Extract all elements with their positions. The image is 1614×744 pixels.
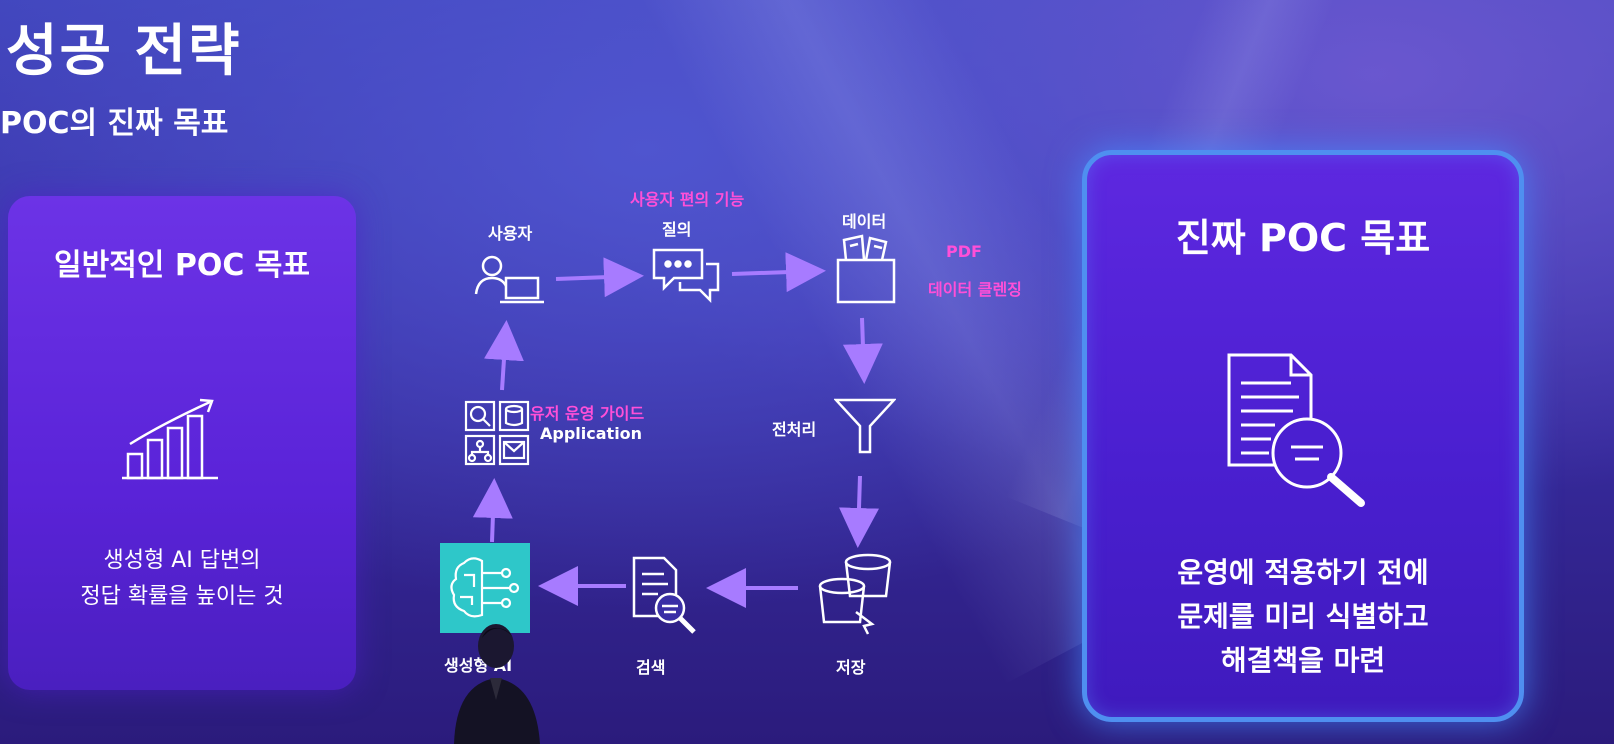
- arrow-application-to-user: [483, 320, 524, 391]
- node-data-label: 데이터: [842, 212, 887, 231]
- slide-subtitle: POC의 진짜 목표: [0, 106, 229, 141]
- general-poc-card: 일반적인 POC 목표 생성형 AI 답변의 정답 확률을 높이는 것: [8, 196, 356, 690]
- general-poc-body-line2: 정답 확률을 높이는 것: [80, 584, 284, 609]
- real-poc-line3: 해결책을 마련: [1220, 644, 1386, 677]
- general-poc-heading: 일반적인 POC 목표: [54, 248, 310, 283]
- node-user-label: 사용자: [488, 224, 533, 243]
- application-grid-icon: [464, 400, 530, 466]
- chat-bubbles-icon: [652, 248, 720, 304]
- document-search-icon: [1227, 353, 1365, 507]
- arrow-query-to-data: [731, 252, 826, 293]
- annotation-convenience: 사용자 편의 기능: [630, 190, 745, 209]
- arrow-data-to-preprocess: [842, 317, 883, 384]
- real-poc-line2: 문제를 미리 식별하고: [1177, 600, 1429, 633]
- real-poc-line1: 운영에 적용하기 전에: [1177, 556, 1429, 589]
- node-preprocess-label: 전처리: [772, 420, 817, 439]
- general-poc-body-line1: 생성형 AI 답변의: [103, 548, 261, 573]
- real-poc-heading: 진짜 POC 목표: [1175, 216, 1431, 260]
- node-query-label: 질의: [662, 220, 692, 239]
- real-poc-card: 진짜 POC 목표 운영에 적용하기 전에 문제를 미리 식별하고 해결책을 마…: [1082, 150, 1524, 722]
- annotation-pdf: PDF: [946, 242, 982, 261]
- growth-bar-chart-icon: [122, 398, 218, 480]
- slide-title: 성공 전략: [6, 19, 242, 84]
- user-laptop-icon: [474, 255, 544, 304]
- genai-node: [440, 543, 530, 633]
- funnel-icon: [834, 398, 896, 454]
- arrow-genai-to-application: [472, 478, 513, 543]
- node-application-label: Application: [540, 424, 643, 443]
- storage-buckets-icon: [818, 553, 892, 635]
- document-search-icon: [632, 556, 696, 634]
- annotation-guide: 유저 운영 가이드: [530, 404, 645, 423]
- arrow-preprocess-to-storage: [839, 475, 879, 548]
- speaker-person: [454, 624, 540, 744]
- arrow-user-to-query: [555, 257, 644, 298]
- data-folder-icon: [836, 234, 896, 304]
- node-search-label: 검색: [636, 658, 666, 677]
- ai-brain-icon: [450, 557, 520, 618]
- node-storage-label: 저장: [836, 658, 866, 677]
- annotation-cleansing: 데이터 클렌징: [928, 280, 1022, 299]
